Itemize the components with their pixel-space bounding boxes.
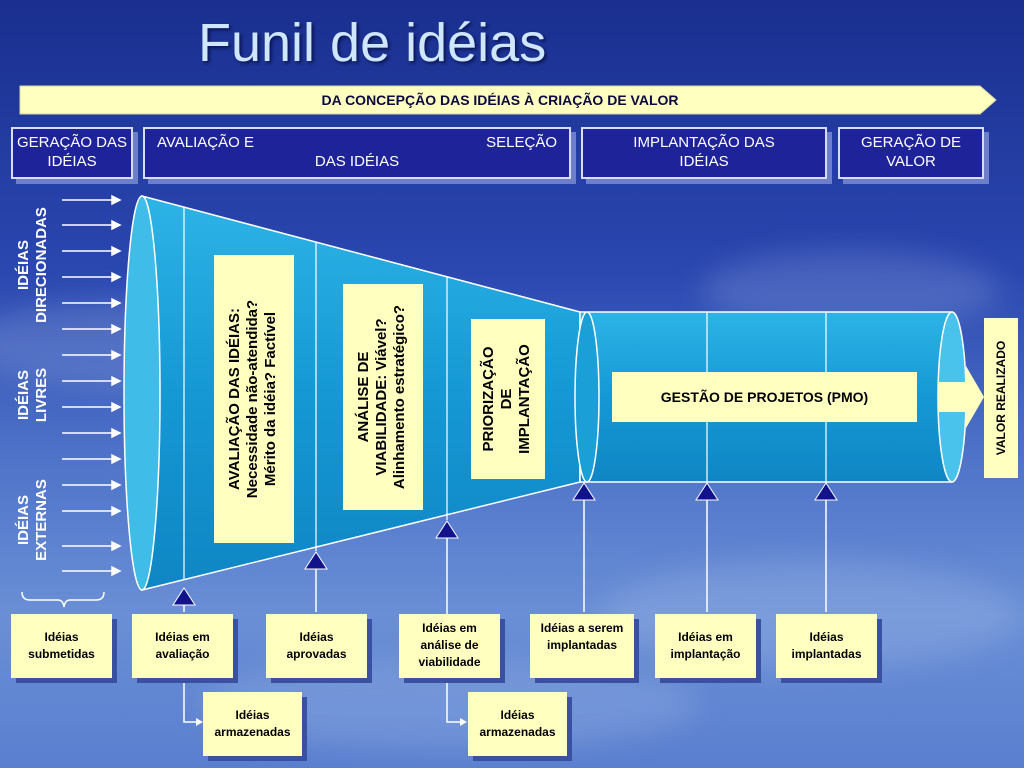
banner-label: DA CONCEPÇÃO DAS IDÉIAS À CRIAÇÃO DE VAL… — [321, 92, 679, 108]
status-label: Idéias armazenadas — [214, 708, 291, 739]
status-aprovadas: Idéias aprovadas — [266, 614, 367, 678]
stage-label-bottom: DAS IDÉIAS — [314, 153, 400, 170]
status-label: Idéias armazenadas — [479, 708, 556, 739]
stage-geracao-valor: GERAÇÃO DE VALOR — [838, 127, 984, 179]
stage-implantacao: IMPLANTAÇÃO DAS IDÉIAS — [581, 127, 827, 179]
stage-triangles — [172, 482, 838, 606]
stage-label-right: SELEÇÃO — [486, 134, 557, 151]
status-submetidas: Idéias submetidas — [11, 614, 112, 678]
stage-avaliacao-selecao: AVALIAÇÃO E SELEÇÃO DAS IDÉIAS — [143, 127, 571, 179]
box-priorizacao: PRIORIZAÇÃO DE IMPLANTAÇÃO — [471, 319, 545, 479]
box-analise-viabilidade: ANÁLISE DE VIABILIDADE: Viável? Alinhame… — [343, 284, 423, 510]
status-implantadas: Idéias implantadas — [776, 614, 877, 678]
label-ideias-livres: IDÉIAS LIVRES — [15, 367, 50, 423]
status-em-implantacao: Idéias em implantação — [655, 614, 756, 678]
status-label: Idéias submetidas — [28, 630, 95, 661]
box-avaliacao-ideias: AVALIAÇÃO DAS IDÉIAS: Necessidade não-at… — [214, 255, 294, 543]
stage-label: GERAÇÃO DAS IDÉIAS — [16, 134, 128, 170]
label-ideias-direcionadas: IDÉIAS DIRECIONADAS — [15, 207, 50, 323]
status-label: Idéias implantadas — [791, 630, 862, 661]
page-title: Funil de idéias — [198, 13, 547, 73]
status-label: Idéias em implantação — [670, 630, 741, 661]
funnel-mouth — [123, 195, 161, 591]
label-ideias-externas: IDÉIAS EXTERNAS — [15, 479, 50, 561]
box-priorizacao-text: PRIORIZAÇÃO DE IMPLANTAÇÃO — [480, 344, 533, 454]
input-arrows — [62, 194, 122, 577]
status-label: Idéias em análise de viabilidade — [418, 621, 481, 669]
status-armazenadas-1: Idéias armazenadas — [203, 692, 302, 756]
box-gestao-projetos: GESTÃO DE PROJETOS (PMO) — [612, 372, 917, 422]
status-analise-viabilidade: Idéias em análise de viabilidade — [399, 614, 500, 678]
stage-label: GERAÇÃO DE VALOR — [860, 134, 962, 170]
arrowhead — [196, 718, 203, 726]
status-armazenadas-2: Idéias armazenadas — [468, 692, 567, 756]
status-em-avaliacao: Idéias em avaliação — [132, 614, 233, 678]
box-avaliacao-text: AVALIAÇÃO DAS IDÉIAS: Necessidade não-at… — [226, 299, 279, 499]
brace — [21, 591, 105, 608]
arrowhead — [460, 718, 467, 726]
status-label: Idéias a serem implantadas — [540, 621, 624, 652]
status-label: Idéias aprovadas — [286, 630, 347, 661]
stage-geracao-ideias: GERAÇÃO DAS IDÉIAS — [11, 127, 133, 179]
status-a-serem-implantadas: Idéias a serem implantadas — [530, 614, 634, 678]
connectors — [183, 500, 827, 723]
status-label: Idéias em avaliação — [155, 630, 210, 661]
box-viabilidade-text: ANÁLISE DE VIABILIDADE: Viável? Alinhame… — [355, 304, 408, 490]
banner-arrow — [19, 85, 997, 115]
stage-label: IMPLANTAÇÃO DAS IDÉIAS — [633, 134, 775, 170]
box-valor-realizado: VALOR REALIZADO — [984, 318, 1018, 478]
stage-label-left: AVALIAÇÃO E — [157, 134, 254, 151]
output-arrow — [938, 366, 984, 428]
tube-ring — [574, 311, 600, 483]
box-valor-text: VALOR REALIZADO — [994, 340, 1008, 456]
